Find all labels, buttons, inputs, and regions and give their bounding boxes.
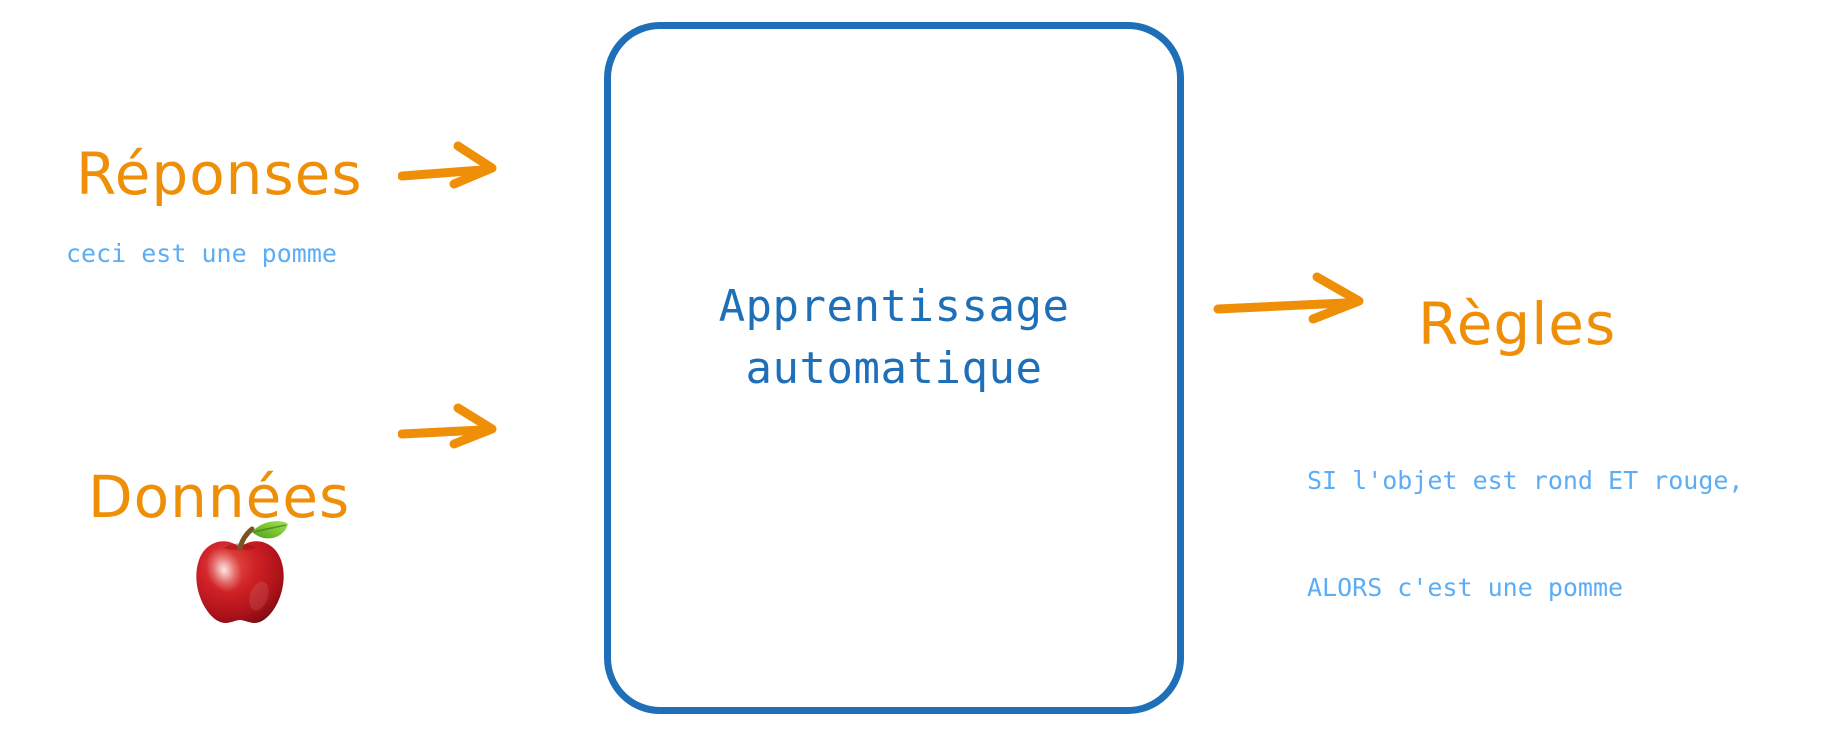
process-label-line-1: Apprentissage bbox=[718, 281, 1070, 332]
output-example-regles: SI l'objet est rond ET rouge, ALORS c'es… bbox=[1307, 392, 1744, 676]
arrow-donnees-to-box bbox=[397, 400, 506, 466]
output-example-line-1: SI l'objet est rond ET rouge, bbox=[1307, 466, 1744, 495]
input-label-reponses: Réponses bbox=[76, 140, 363, 208]
process-box-label: Apprentissage automatique bbox=[604, 276, 1184, 401]
apple-icon bbox=[184, 518, 296, 630]
output-label-regles: Règles bbox=[1418, 290, 1617, 358]
process-box bbox=[604, 22, 1184, 714]
input-example-reponses: ceci est une pomme bbox=[66, 239, 337, 268]
output-example-line-2: ALORS c'est une pomme bbox=[1307, 572, 1624, 602]
arrow-reponses-to-box bbox=[397, 138, 506, 204]
process-label-line-2: automatique bbox=[745, 343, 1043, 395]
input-label-donnees: Données bbox=[88, 463, 351, 531]
arrow-box-to-regles bbox=[1213, 265, 1383, 341]
